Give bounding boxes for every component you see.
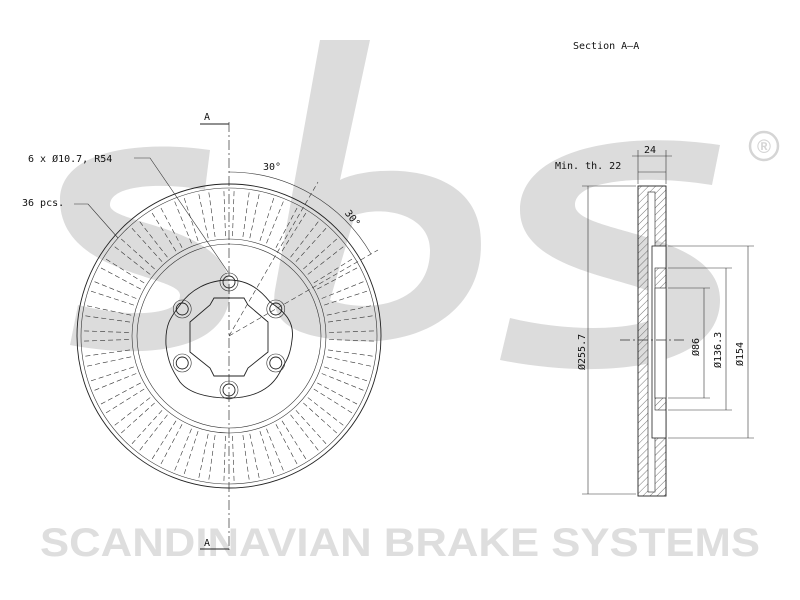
bolt-hole-boss	[266, 299, 286, 319]
vane-line	[321, 373, 365, 391]
disc-section-view: Section A–A 24 Min. th. 22 Ø255.7 Ø86 Ø1…	[555, 41, 754, 497]
vane-line	[259, 431, 275, 475]
vane-line	[93, 373, 137, 391]
dim-center-bore: Ø86	[690, 338, 702, 356]
center-bore	[189, 297, 269, 377]
vane-line	[249, 193, 260, 239]
vane-line	[160, 424, 183, 466]
bolt-hole-boss	[172, 299, 192, 319]
vane-line	[138, 414, 168, 452]
vane-line	[324, 366, 368, 382]
vane-line	[327, 349, 374, 357]
vane-line	[174, 428, 192, 472]
dim-hat-inner: Ø136.3	[712, 332, 724, 368]
bolt-hole-boss	[266, 353, 286, 373]
disc-front-view: A A 30° 30° 6 x Ø10.7, R54 36 pcs.	[22, 112, 382, 550]
bolt-hole-boss	[219, 380, 239, 400]
angle-label-1: 30°	[263, 162, 281, 173]
bolt-holes	[172, 272, 286, 400]
sbs-logo-watermark	[60, 40, 720, 370]
vane-line	[242, 191, 250, 238]
vane-line	[281, 420, 307, 460]
dim-hat-outer: Ø154	[734, 342, 746, 366]
bolt-hole	[269, 302, 283, 316]
vane-line	[307, 397, 345, 427]
vane-line	[90, 290, 134, 306]
thickness-value: 24	[644, 145, 656, 156]
vane-line	[105, 388, 145, 414]
vane-line	[183, 431, 199, 475]
bolt-hole	[222, 275, 236, 289]
dim-outer-diameter: Ø255.7	[576, 334, 588, 370]
vane-line	[313, 388, 353, 414]
vane-line	[223, 435, 226, 482]
section-title: Section A–A	[573, 41, 639, 52]
vane-line	[275, 424, 298, 466]
svg-text:®: ®	[757, 137, 771, 158]
brand-text-watermark: SCANDINAVIAN BRAKE SYSTEMS	[40, 521, 760, 565]
vane-line	[90, 366, 134, 382]
vane-line	[93, 281, 137, 299]
vane-line	[266, 200, 284, 244]
vane-line	[223, 190, 226, 237]
vane-line	[249, 433, 260, 479]
disc-outer-edge	[76, 183, 382, 489]
vane-line	[232, 435, 235, 482]
vane-line	[317, 382, 359, 405]
vane-line	[242, 434, 250, 481]
vane-line	[208, 191, 216, 238]
vane-line	[86, 356, 132, 367]
vane-line	[290, 414, 320, 452]
vanes-label: 36 pcs.	[22, 198, 64, 209]
bolt-hole	[175, 356, 189, 370]
vane-line	[198, 433, 209, 479]
min-thickness-label: Min. th. 22	[555, 161, 621, 172]
bolt-hole-boss	[219, 272, 239, 292]
holes-label: 6 x Ø10.7, R54	[28, 153, 112, 165]
vane-line	[113, 397, 151, 427]
vane-line	[259, 197, 275, 241]
bolt-hole	[222, 383, 236, 397]
section-marker-top: A	[204, 112, 210, 123]
vane-line	[208, 434, 216, 481]
bolt-hole-boss	[172, 353, 192, 373]
vane-line	[99, 382, 141, 405]
vane-line	[232, 190, 235, 237]
vane-line	[326, 356, 372, 367]
vane-line	[151, 420, 177, 460]
vane-line	[183, 197, 199, 241]
bolt-hole	[175, 302, 189, 316]
registered-mark-watermark: ®	[748, 130, 780, 162]
bolt-hole	[269, 356, 283, 370]
vane-line	[266, 428, 284, 472]
section-marker-bottom: A	[204, 538, 210, 549]
